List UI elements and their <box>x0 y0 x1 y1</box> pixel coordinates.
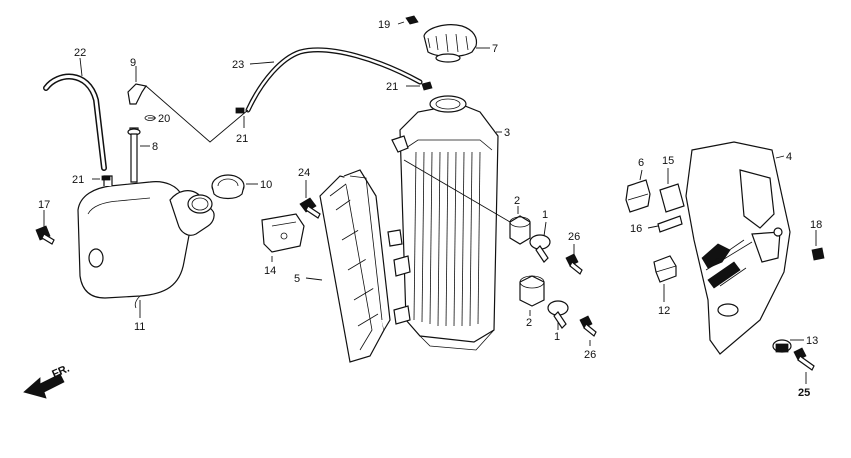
callout-18: 18 <box>810 219 822 231</box>
callout-22: 22 <box>74 47 86 59</box>
clip-21-upper <box>421 81 433 91</box>
callout-21-upper: 21 <box>386 81 398 93</box>
radiator-shroud <box>685 141 791 355</box>
bolt-24 <box>299 197 321 219</box>
callout-5: 5 <box>294 273 300 285</box>
callout-10: 10 <box>260 179 272 191</box>
radiator <box>387 95 511 351</box>
radiator-overflow-hose <box>145 47 423 143</box>
clip-19 <box>405 15 419 25</box>
callout-23: 23 <box>232 59 244 71</box>
leader-lines <box>43 21 817 384</box>
callout-14: 14 <box>264 265 276 277</box>
washer-13 <box>772 339 792 353</box>
callout-24: 24 <box>298 167 310 179</box>
radiator-bracket <box>261 213 305 253</box>
callout-1-upper: 1 <box>542 209 548 221</box>
callout-16: 16 <box>630 223 642 235</box>
radiator-grille <box>319 169 391 363</box>
tube-clip-left <box>101 175 111 181</box>
callout-1-lower: 1 <box>554 331 560 343</box>
callout-21-left: 21 <box>72 174 84 186</box>
grommet-upper <box>509 215 531 245</box>
callout-2-upper: 2 <box>514 195 520 207</box>
clip-12 <box>653 255 677 283</box>
callout-9: 9 <box>130 57 136 69</box>
rubber-block-6 <box>625 179 651 213</box>
callout-6: 6 <box>638 157 644 169</box>
callout-7: 7 <box>492 43 498 55</box>
callout-8: 8 <box>152 141 158 153</box>
callout-13: 13 <box>806 335 818 347</box>
bolt-25 <box>793 347 815 371</box>
callout-3: 3 <box>504 127 510 139</box>
breather-pipe <box>127 115 156 183</box>
pad-15 <box>659 183 685 213</box>
reservoir-tank <box>77 175 215 309</box>
bolt-26-upper <box>565 253 583 275</box>
callout-21-mid: 21 <box>236 133 248 145</box>
callout-20: 20 <box>158 113 170 125</box>
callout-19: 19 <box>378 19 390 31</box>
callout-2-lower: 2 <box>526 317 532 329</box>
tube-piece <box>127 83 147 105</box>
front-direction-label: FR. <box>50 363 71 381</box>
bolt-26-lower <box>579 315 597 337</box>
callout-26-upper: 26 <box>568 231 580 243</box>
radiator-cap <box>423 24 478 63</box>
callout-26-lower: 26 <box>584 349 596 361</box>
callout-12: 12 <box>658 305 670 317</box>
pad-16 <box>657 215 683 233</box>
front-direction-marker: FR. <box>23 363 71 399</box>
callout-4: 4 <box>786 151 792 163</box>
collar-upper <box>529 234 551 263</box>
reservoir-cap <box>211 174 245 200</box>
bolt-18 <box>811 247 825 261</box>
overflow-tube <box>43 73 107 171</box>
callout-labels: 22 9 20 8 21 17 11 10 21 23 19 7 21 3 24… <box>38 19 822 399</box>
callout-17: 17 <box>38 199 50 211</box>
collar-lower <box>547 300 569 329</box>
grommet-lower <box>519 275 545 307</box>
bolt-17 <box>35 225 55 245</box>
callout-15: 15 <box>662 155 674 167</box>
callout-25: 25 <box>798 387 810 399</box>
callout-11: 11 <box>134 321 145 333</box>
